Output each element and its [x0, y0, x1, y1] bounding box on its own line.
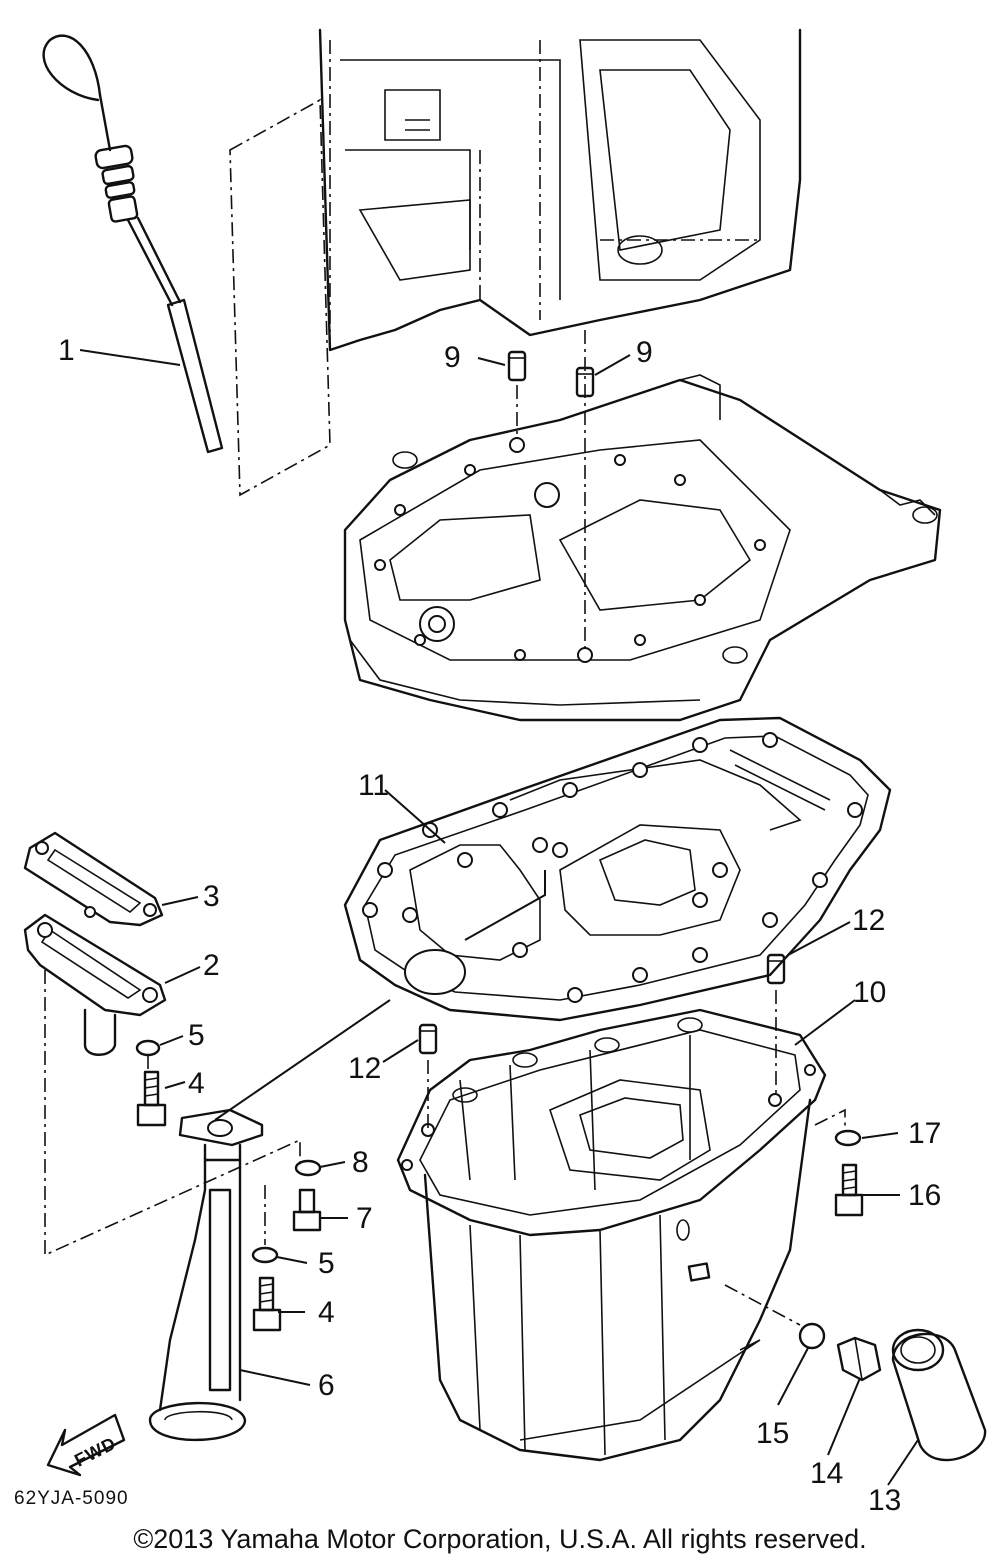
callout-5a: 5 [188, 1019, 205, 1052]
callout-11: 11 [358, 769, 389, 802]
dipstick [42, 34, 224, 454]
callout-4a: 4 [188, 1067, 205, 1100]
bolt-7 [292, 1188, 322, 1232]
callout-5b: 5 [318, 1247, 335, 1280]
washer-17 [834, 1129, 862, 1147]
drain-plug-14 [836, 1336, 882, 1382]
leader-13 [887, 1439, 919, 1486]
cylinder-block [318, 28, 802, 352]
callout-9a: 9 [444, 341, 461, 374]
guide-line-dipstick [229, 98, 331, 497]
leader-5a [159, 1035, 184, 1046]
callout-8: 8 [352, 1146, 369, 1179]
fwd-label: FWD [71, 1433, 119, 1471]
callout-16: 16 [908, 1179, 941, 1212]
callout-14: 14 [810, 1457, 843, 1490]
callout-12b: 12 [852, 904, 885, 937]
leader-12a [382, 1039, 419, 1063]
strainer-housing [23, 913, 167, 1056]
dowel-pin-12-right [766, 953, 786, 985]
guide-line-drain [724, 1284, 801, 1326]
bolt-16 [834, 1163, 864, 1217]
leader-4a [164, 1081, 186, 1089]
callout-6: 6 [318, 1369, 335, 1402]
leader-1 [79, 349, 181, 366]
callout-13: 13 [868, 1484, 901, 1517]
washer-8 [294, 1159, 322, 1177]
callout-15: 15 [756, 1417, 789, 1450]
washer-5-upper [135, 1039, 161, 1057]
oil-strainer-pipe [148, 1108, 264, 1442]
callout-10: 10 [853, 976, 886, 1009]
dowel-pin-9-right [575, 366, 595, 398]
dowel-pin-9-left [507, 350, 527, 382]
leader-14 [827, 1377, 861, 1456]
leader-11-sub [464, 870, 546, 941]
leader-12b [787, 921, 851, 956]
callout-4b: 4 [318, 1296, 335, 1329]
callout-2: 2 [203, 949, 220, 982]
leader-9a [477, 357, 506, 366]
bolt-4-upper [136, 1070, 167, 1127]
leader-8 [319, 1161, 346, 1168]
diagram-code: 62YJA-5090 [14, 1488, 129, 1509]
leader-17 [861, 1132, 899, 1139]
guide-line-bolt-16 [814, 1108, 846, 1130]
leader-6 [239, 1369, 311, 1386]
leader-5b [276, 1256, 308, 1264]
callout-3: 3 [203, 880, 220, 913]
leader-10 [794, 999, 856, 1046]
dowel-pin-12-left [418, 1023, 438, 1055]
guide-line-strainer [44, 970, 301, 1257]
callout-12a: 12 [348, 1052, 381, 1085]
strainer-gasket [23, 831, 164, 927]
gasket [343, 716, 892, 1022]
washer-5-lower [251, 1246, 279, 1264]
leader-2 [164, 966, 201, 984]
copyright-notice: ©2013 Yamaha Motor Corporation, U.S.A. A… [133, 1524, 867, 1554]
leader-9b [594, 354, 631, 376]
leader-11 [214, 789, 446, 1121]
bolt-4-lower [252, 1276, 282, 1332]
callout-1: 1 [58, 334, 75, 367]
callout-17: 17 [908, 1117, 941, 1150]
fwd-direction-arrow: FWD [46, 1413, 126, 1477]
callout-9b: 9 [636, 336, 653, 369]
callout-7: 7 [356, 1202, 373, 1235]
o-ring-15 [798, 1322, 826, 1350]
oil-pan [396, 1008, 827, 1462]
exhaust-guide [343, 374, 942, 722]
drain-cap-13 [891, 1328, 987, 1462]
leader-15 [777, 1347, 809, 1406]
leader-3 [161, 896, 199, 906]
